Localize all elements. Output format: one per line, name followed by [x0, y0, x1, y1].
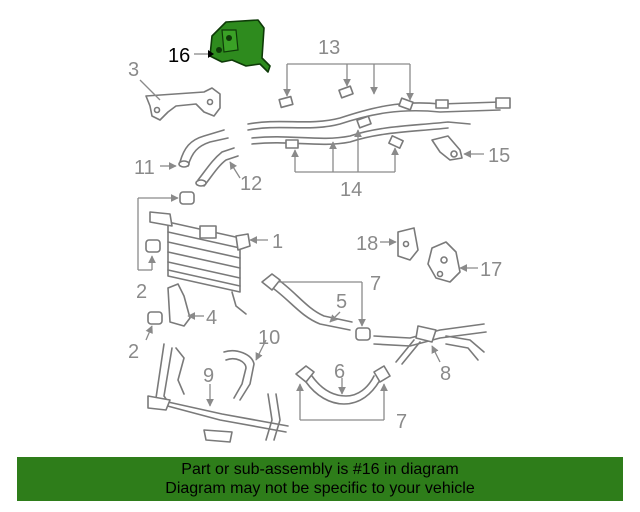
part-6-hose	[295, 365, 391, 405]
callout-13: 13	[318, 37, 340, 59]
part-12-hose	[195, 147, 239, 187]
callout-2a: 2	[136, 281, 147, 303]
leader-3	[139, 79, 161, 101]
callout-17: 17	[480, 259, 502, 281]
banner-line-1: Part or sub-assembly is #16 in diagram	[181, 461, 459, 478]
part-16-bracket[interactable]	[209, 19, 271, 73]
part-18-bracket	[397, 227, 419, 261]
part-2-clamp-upper	[145, 191, 195, 253]
part-3-bracket	[145, 87, 221, 121]
callout-9: 9	[203, 365, 214, 387]
callout-11: 11	[134, 157, 155, 179]
callout-10: 10	[258, 327, 280, 349]
part-9-tube	[147, 343, 289, 443]
callout-4: 4	[206, 307, 217, 329]
part-10-hose	[223, 349, 255, 401]
part-15-fitting	[431, 135, 463, 161]
parts-diagram: 16 3 11 12 13	[128, 19, 511, 443]
callout-7a: 7	[370, 273, 381, 295]
callout-1: 1	[272, 231, 283, 253]
callout-5: 5	[336, 291, 347, 313]
part-info-banner: Part or sub-assembly is #16 in diagram D…	[17, 457, 623, 501]
callout-8: 8	[440, 363, 451, 385]
part-13-14-pipes	[247, 85, 511, 149]
part-17-bracket	[427, 241, 461, 283]
callout-2b: 2	[128, 341, 139, 363]
part-2-clamp-lower	[147, 311, 163, 325]
callout-6: 6	[334, 361, 345, 383]
callout-14: 14	[340, 179, 362, 201]
part-4-bracket	[167, 283, 191, 327]
banner-line-2: Diagram may not be specific to your vehi…	[165, 480, 475, 497]
callout-7b: 7	[396, 411, 407, 433]
callout-12: 12	[240, 173, 262, 195]
part-7-clamp-upper	[355, 327, 371, 341]
callout-18: 18	[356, 233, 378, 255]
part-1-oil-cooler	[149, 211, 251, 315]
part-8-tube	[373, 323, 487, 365]
part-11-hose	[178, 129, 229, 168]
callout-3: 3	[128, 59, 139, 81]
callout-15: 15	[488, 145, 510, 167]
callout-16: 16	[168, 45, 190, 67]
